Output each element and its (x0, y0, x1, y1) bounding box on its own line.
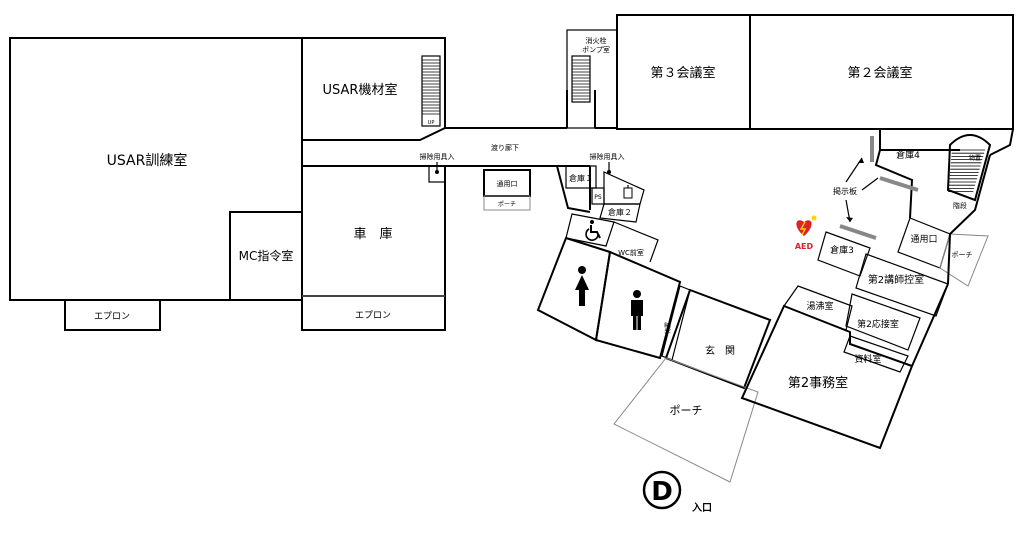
mc-command-room[interactable]: MC指令室 (229, 211, 303, 301)
stairs-pump (571, 55, 591, 103)
stairs-left: UP (421, 55, 441, 127)
apron-mid-label: エプロン (355, 310, 391, 321)
kettle-label: 湯沸室 (806, 300, 833, 312)
storage1-label: 倉庫１ (569, 173, 593, 183)
bulletin-label: 掲示板 (833, 186, 857, 196)
stair-up-mark: UP (428, 120, 435, 126)
porch-main-label: ポーチ (670, 404, 703, 417)
pipe-space: PS (591, 187, 605, 205)
stairs-label: 階段 (953, 201, 967, 210)
wc-front-room[interactable]: WC前室 (613, 221, 659, 263)
entrance-hall-label: 玄 関 (705, 344, 735, 357)
porch-small-label: ポーチ (498, 200, 516, 208)
apron-left[interactable]: エプロン (64, 299, 161, 331)
cleaning-left-label: 掃除用具入 (420, 152, 455, 161)
corridor-label: 渡り廊下 (491, 143, 519, 152)
pump-room-label-1: 消火栓 (586, 36, 607, 45)
entrance-d-label: 入口 (692, 502, 712, 514)
storage-3[interactable]: 倉庫3 (817, 231, 871, 277)
center-wing-walls (556, 165, 591, 213)
stairs-right[interactable]: 物置 階段 (946, 134, 992, 210)
wc-front-label: WC前室 (618, 248, 644, 257)
pump-room[interactable]: 消火栓 ポンプ室 (566, 29, 618, 129)
cleaning-closet-right[interactable]: 掃除用具入 (590, 152, 625, 174)
male-icon (631, 290, 643, 330)
lecturer-room-2[interactable]: 第2講師控室 (855, 253, 949, 317)
garage-label: 車 庫 (353, 227, 392, 242)
service-entrance-right-label: 通用口 (910, 234, 937, 245)
porch-main[interactable]: ポーチ (613, 357, 759, 483)
storage-4[interactable]: 倉庫4 (896, 149, 920, 161)
garage[interactable]: 車 庫 (301, 165, 446, 297)
wheelchair-icon (585, 220, 601, 241)
elevator-room[interactable] (603, 171, 645, 205)
storage-small-label: 物置 (969, 154, 981, 162)
reception-2[interactable]: 第2応接室 (845, 293, 921, 351)
storage-mid-label: 物置 (664, 322, 672, 334)
porch-right[interactable]: ポーチ (939, 233, 989, 287)
aed-marker[interactable]: AED (795, 215, 817, 252)
entrance-d-letter: D (651, 477, 673, 507)
reception2-label: 第2応接室 (857, 318, 899, 330)
aed-heart-icon (796, 215, 817, 236)
storage-1[interactable]: 倉庫１ (565, 165, 597, 189)
usar-equipment-label: USAR機材室 (323, 82, 398, 98)
storage2-label: 倉庫２ (608, 207, 632, 217)
storage-2[interactable]: 倉庫２ (599, 203, 641, 223)
bulletin-boards: 掲示板 (833, 136, 919, 240)
entrance-d-marker[interactable]: D 入口 (642, 470, 712, 514)
female-icon (575, 266, 589, 306)
apron-left-label: エプロン (94, 311, 130, 322)
kettle-room[interactable]: 湯沸室 (783, 285, 853, 331)
accessible-toilet[interactable] (565, 213, 615, 247)
porch-right-label: ポーチ (952, 251, 973, 259)
conference-room-3[interactable]: 第３会議室 (616, 14, 751, 130)
entrance-hall[interactable]: 玄 関 (664, 288, 772, 390)
mens-restroom[interactable] (594, 250, 682, 360)
mc-command-label: MC指令室 (239, 248, 294, 263)
archive-room[interactable]: 資料室 (843, 335, 909, 373)
right-wing-walls (874, 149, 991, 367)
storage4-label: 倉庫4 (896, 149, 920, 161)
aed-label: AED (795, 242, 814, 251)
conf2-label: 第２会議室 (847, 65, 912, 81)
service-entrance-center[interactable]: 通用口 (483, 169, 531, 197)
storage3-label: 倉庫3 (830, 244, 854, 256)
lecturer2-label: 第2講師控室 (868, 273, 924, 286)
pump-room-label-2: ポンプ室 (582, 45, 610, 54)
conf3-label: 第３会議室 (650, 65, 715, 81)
ps-label: PS (594, 194, 602, 201)
conference-room-2[interactable]: 第２会議室 (749, 14, 1014, 130)
usar-training-label: USAR訓練室 (107, 152, 188, 169)
cleaning-right-label: 掃除用具入 (590, 152, 625, 161)
service-entrance-label: 通用口 (497, 179, 518, 188)
archive-label: 資料室 (854, 353, 881, 365)
office2-label: 第2事務室 (788, 375, 848, 391)
usar-equipment-room[interactable]: USAR機材室 (301, 37, 446, 141)
cleaning-closet-left[interactable]: 掃除用具入 (420, 152, 455, 183)
apron-mid[interactable]: エプロン (301, 295, 446, 331)
porch-small[interactable]: ポーチ (483, 195, 531, 211)
